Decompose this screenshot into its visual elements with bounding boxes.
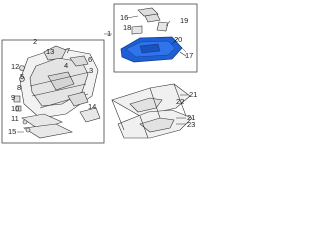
callout-11: 11 [11, 114, 19, 123]
parts-diagram [1, 3, 198, 144]
callout-8: 8 [17, 83, 22, 92]
callout-13: 13 [46, 47, 55, 56]
callout-23: 23 [187, 120, 196, 129]
callout-20: 20 [174, 35, 183, 44]
callout-18: 18 [123, 23, 132, 32]
callout-17: 17 [185, 51, 194, 60]
callout-21-lower: 21 [187, 113, 196, 122]
callout-2: 2 [33, 37, 38, 46]
floor-pan-assembly [19, 45, 101, 139]
callout-19: 19 [180, 16, 189, 25]
callout-21-upper: 21 [189, 90, 198, 99]
callout-6: 6 [88, 55, 93, 64]
callout-5: 5 [20, 72, 25, 81]
callout-1: 1 [107, 29, 112, 38]
left-callout-box [1, 39, 105, 144]
left-fasteners [13, 65, 31, 133]
callout-9: 9 [11, 93, 16, 102]
callout-16: 16 [120, 13, 129, 22]
leader-lines [17, 33, 188, 133]
callout-14: 14 [88, 102, 97, 111]
right-box-small-parts [126, 7, 187, 57]
callout-3: 3 [89, 66, 94, 75]
callout-4: 4 [64, 61, 69, 70]
callout-15: 15 [8, 127, 17, 136]
callout-12: 12 [11, 62, 20, 71]
callout-10: 10 [11, 104, 20, 113]
rear-floor-panel-highlight [120, 36, 183, 63]
callout-22: 22 [176, 97, 185, 106]
callout-7: 7 [66, 46, 71, 55]
right-callout-box [113, 3, 198, 73]
frame-rail-assembly [111, 83, 193, 139]
